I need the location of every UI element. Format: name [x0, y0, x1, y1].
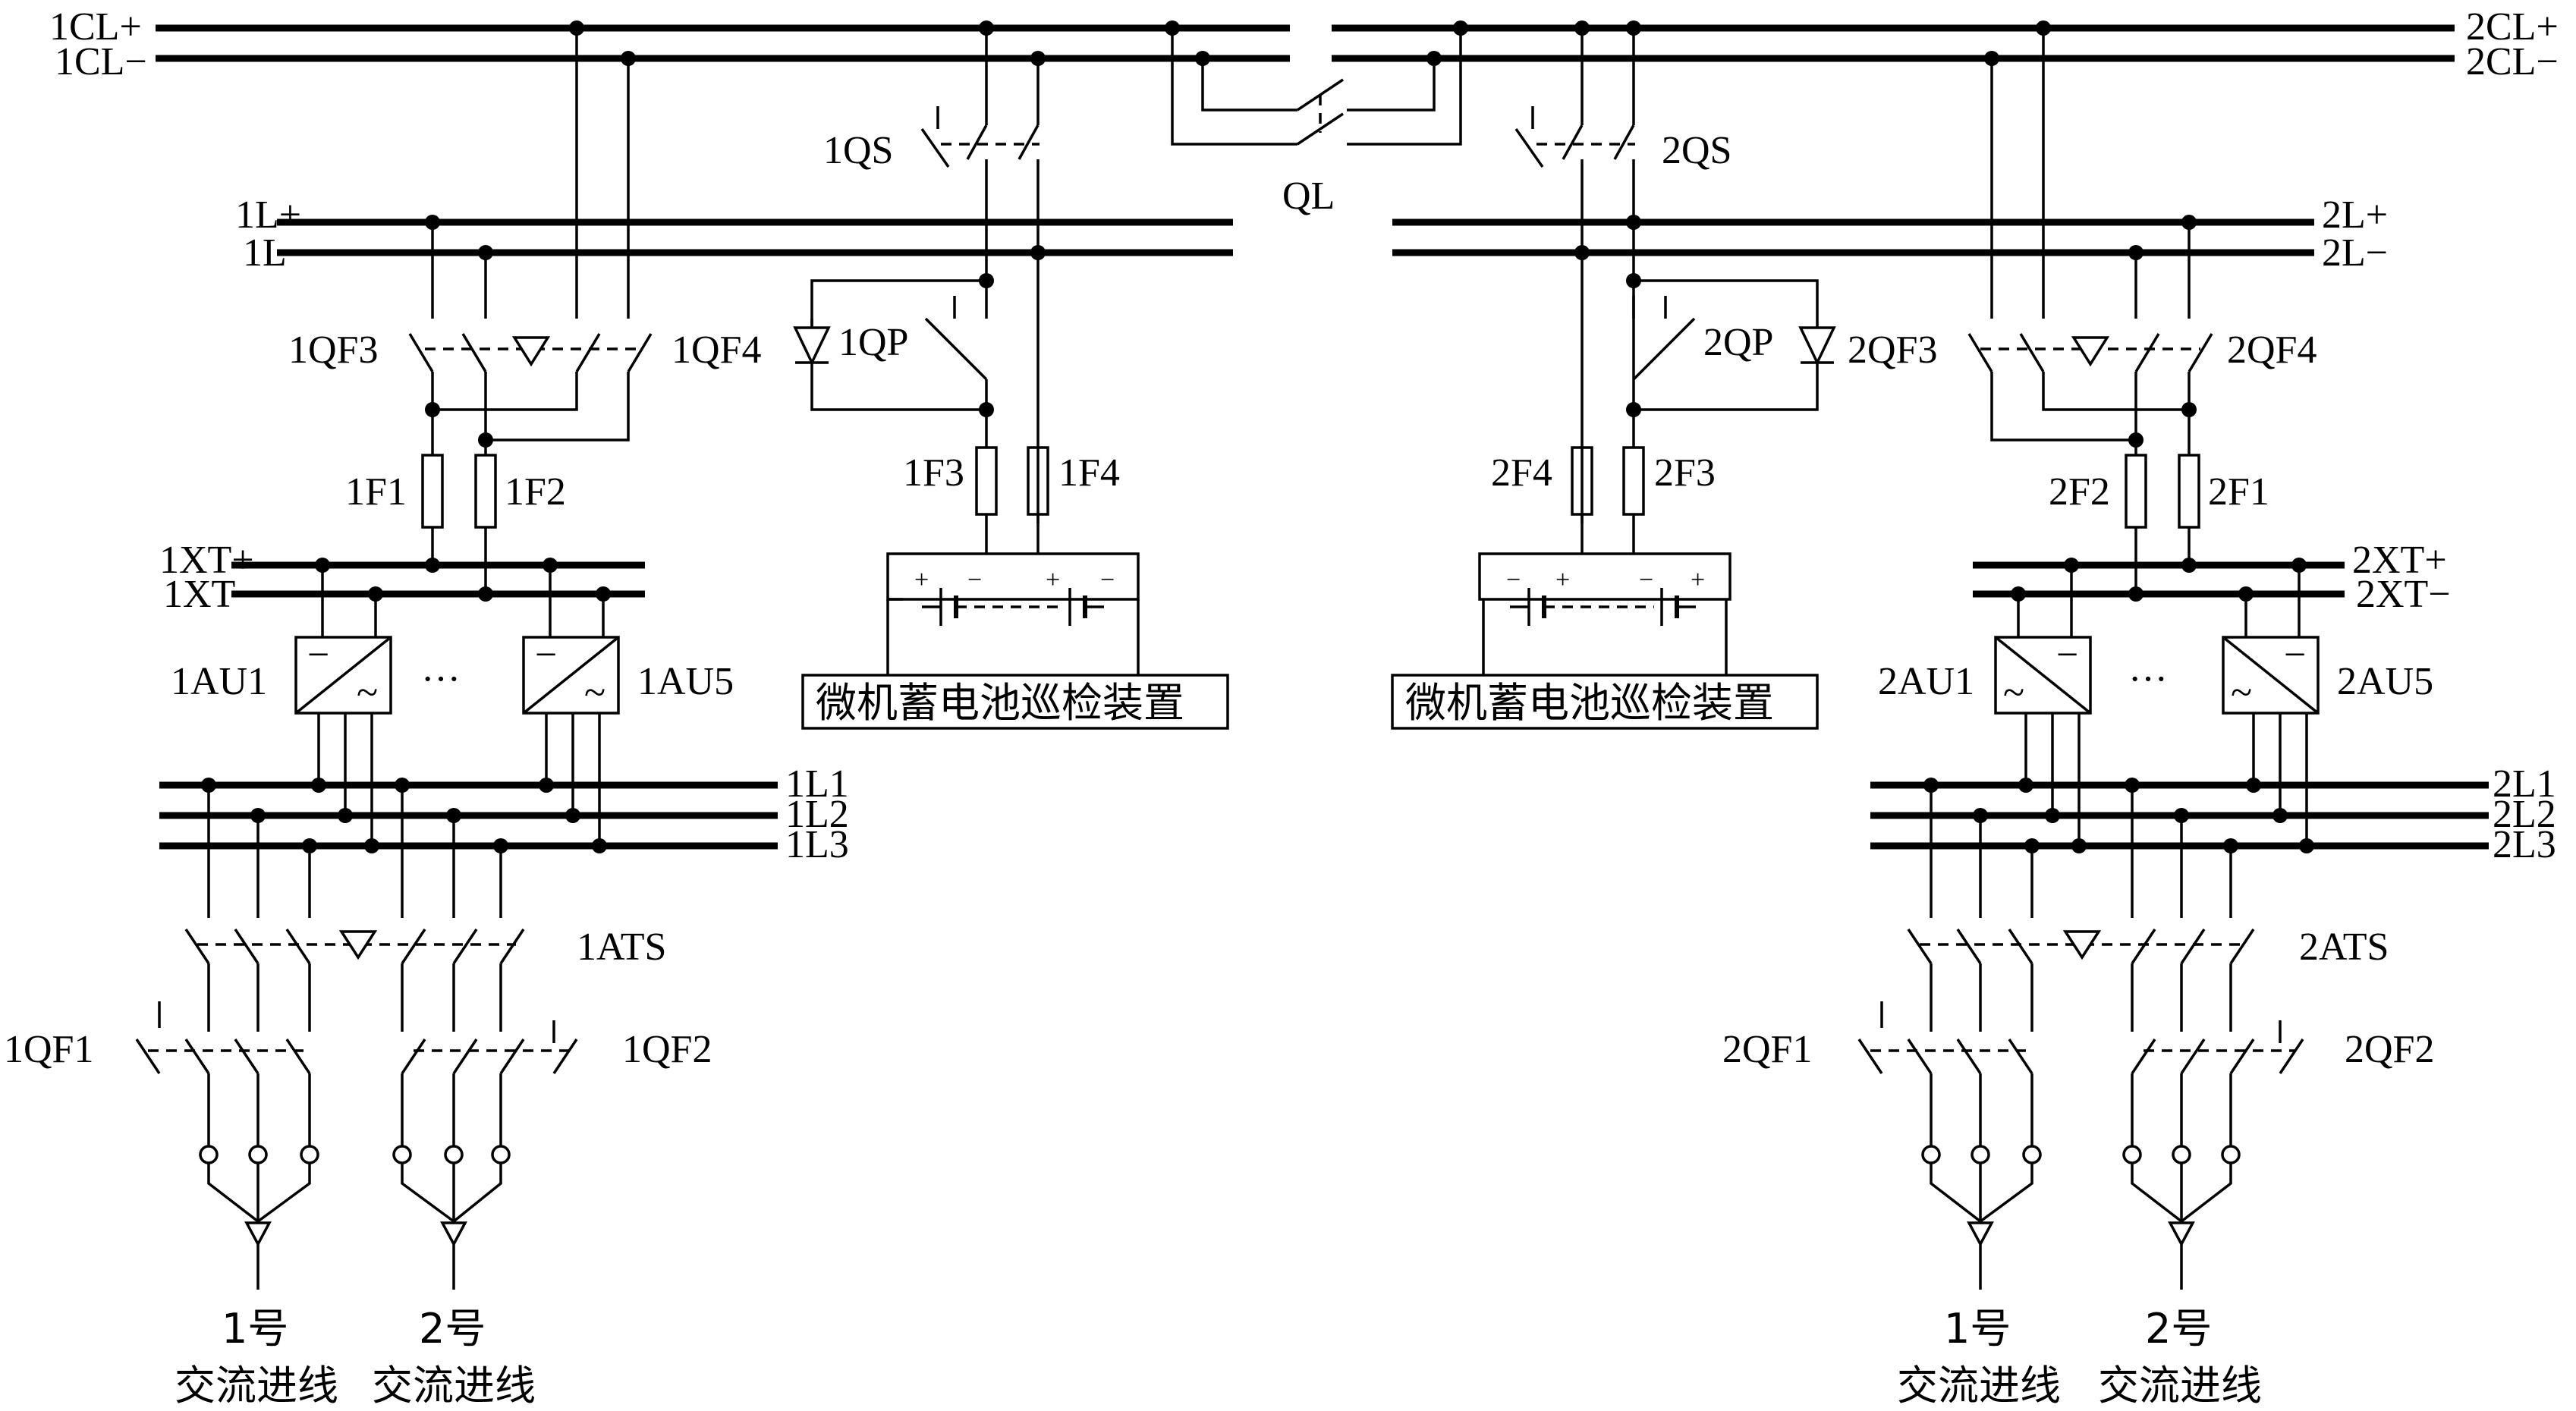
bus-label-1l1: 1L1 [785, 762, 849, 806]
incoming-right-2-no: 2号 [2145, 1305, 2212, 1353]
batt-r-minus2: − [1639, 566, 1653, 594]
left-section [135, 20, 1233, 1290]
label-2ats: 2ATS [2299, 925, 2389, 969]
bus-label-1xt-minus: 1XT− [163, 573, 258, 616]
batt-l-minus2: − [1100, 566, 1115, 594]
right-ats-poles [1907, 785, 2255, 1032]
label-1au1: 1AU1 [171, 660, 267, 703]
bus-label-2cl-plus: 2CL+ [2466, 5, 2559, 49]
2au5-ac-symbol: ~ [2231, 671, 2252, 715]
label-1au5: 1AU5 [637, 660, 734, 703]
2au1-ac-symbol: ~ [2003, 671, 2024, 715]
ellipsis-left: ··· [421, 658, 461, 701]
bus-label-1l-plus: 1L+ [235, 193, 301, 237]
bus-label-1l2: 1L2 [785, 793, 849, 836]
label-2qs: 2QS [1662, 129, 1731, 172]
label-2qf1: 2QF1 [1722, 1028, 1812, 1071]
au5-ac-symbol: ~ [584, 671, 605, 715]
left-ats-poles [184, 785, 525, 1032]
2au5-dc-symbol: − [2284, 633, 2306, 677]
batt-l-plus: + [914, 566, 929, 594]
right-qf1-qf2 [1857, 1001, 2304, 1290]
label-1qf3: 1QF3 [288, 328, 378, 372]
bus-label-2xt-plus: 2XT+ [2352, 539, 2447, 582]
label-2f3: 2F3 [1654, 451, 1716, 495]
label-1f3: 1F3 [903, 451, 964, 495]
incoming-left-1-line: 交流进线 [175, 1362, 338, 1409]
bus-label-2l2: 2L2 [2493, 793, 2556, 836]
right-section [1391, 20, 2489, 1290]
label-2f2: 2F2 [2049, 470, 2110, 514]
incoming-right-1-line: 交流进线 [1897, 1362, 2061, 1409]
labels: 1CL+ 1CL− 2CL+ 2CL− 1L+ 1L− 2L+ 2L− 1QS … [4, 5, 2559, 1409]
au5-dc-symbol: − [535, 633, 557, 677]
au1-ac-symbol: ~ [357, 671, 378, 715]
battery-monitor-right: 微机蓄电池巡检装置 [1405, 679, 1774, 727]
left-qf1-qf2 [135, 1001, 578, 1290]
bus-label-2l-plus: 2L+ [2322, 193, 2388, 237]
incoming-left-2-line: 交流进线 [372, 1362, 536, 1409]
batt-r-plus2: + [1691, 566, 1705, 594]
incoming-left-1-no: 1号 [222, 1305, 288, 1353]
batt-l-minus: − [967, 566, 982, 594]
au1-dc-symbol: − [307, 633, 329, 677]
bus-label-2l3: 2L3 [2493, 823, 2556, 866]
ellipsis-right: ··· [2128, 658, 2168, 701]
bus-label-1cl-plus: 1CL+ [49, 5, 142, 49]
label-2qf4: 2QF4 [2227, 328, 2317, 372]
label-1ats: 1ATS [577, 925, 666, 969]
bus-label-1xt-plus: 1XT+ [159, 539, 254, 582]
battery-monitor-left: 微机蓄电池巡检装置 [816, 679, 1184, 727]
bus-label-1l3: 1L3 [785, 823, 849, 866]
label-2qf3: 2QF3 [1848, 328, 1937, 372]
batt-r-minus: − [1506, 566, 1521, 594]
label-1f4: 1F4 [1058, 451, 1120, 495]
2au1-dc-symbol: − [2056, 633, 2078, 677]
label-1qs: 1QS [823, 129, 893, 172]
bus-label-2cl-minus: 2CL− [2466, 40, 2559, 83]
label-2au1: 2AU1 [1878, 660, 1974, 703]
label-2au5: 2AU5 [2337, 660, 2433, 703]
bus-label-1cl-minus: 1CL− [55, 40, 147, 83]
bus-label-2l1: 2L1 [2493, 762, 2556, 806]
label-1f2: 1F2 [505, 470, 566, 514]
label-1qf4: 1QF4 [672, 328, 761, 372]
label-1qf1: 1QF1 [4, 1028, 93, 1071]
batt-l-plus2: + [1046, 566, 1060, 594]
label-2f4: 2F4 [1491, 451, 1552, 495]
incoming-right-1-no: 1号 [1944, 1305, 2011, 1353]
incoming-right-2-line: 交流进线 [2098, 1362, 2262, 1409]
label-2f1: 2F1 [2208, 470, 2269, 514]
label-1f1: 1F1 [345, 470, 407, 514]
ql-tie-switch [1165, 20, 1468, 146]
cl-buses [156, 24, 2455, 62]
label-2qf2: 2QF2 [2345, 1028, 2434, 1071]
bus-label-1l-minus: 1L− [243, 231, 309, 275]
label-1qf2: 1QF2 [622, 1028, 712, 1071]
incoming-left-2-no: 2号 [419, 1305, 486, 1353]
batt-r-plus: + [1555, 566, 1570, 594]
bus-label-2xt-minus: 2XT− [2356, 573, 2451, 616]
label-1qp: 1QP [838, 321, 908, 364]
label-ql: QL [1282, 174, 1335, 218]
bus-label-2l-minus: 2L− [2322, 231, 2388, 275]
label-2qp: 2QP [1703, 321, 1773, 364]
